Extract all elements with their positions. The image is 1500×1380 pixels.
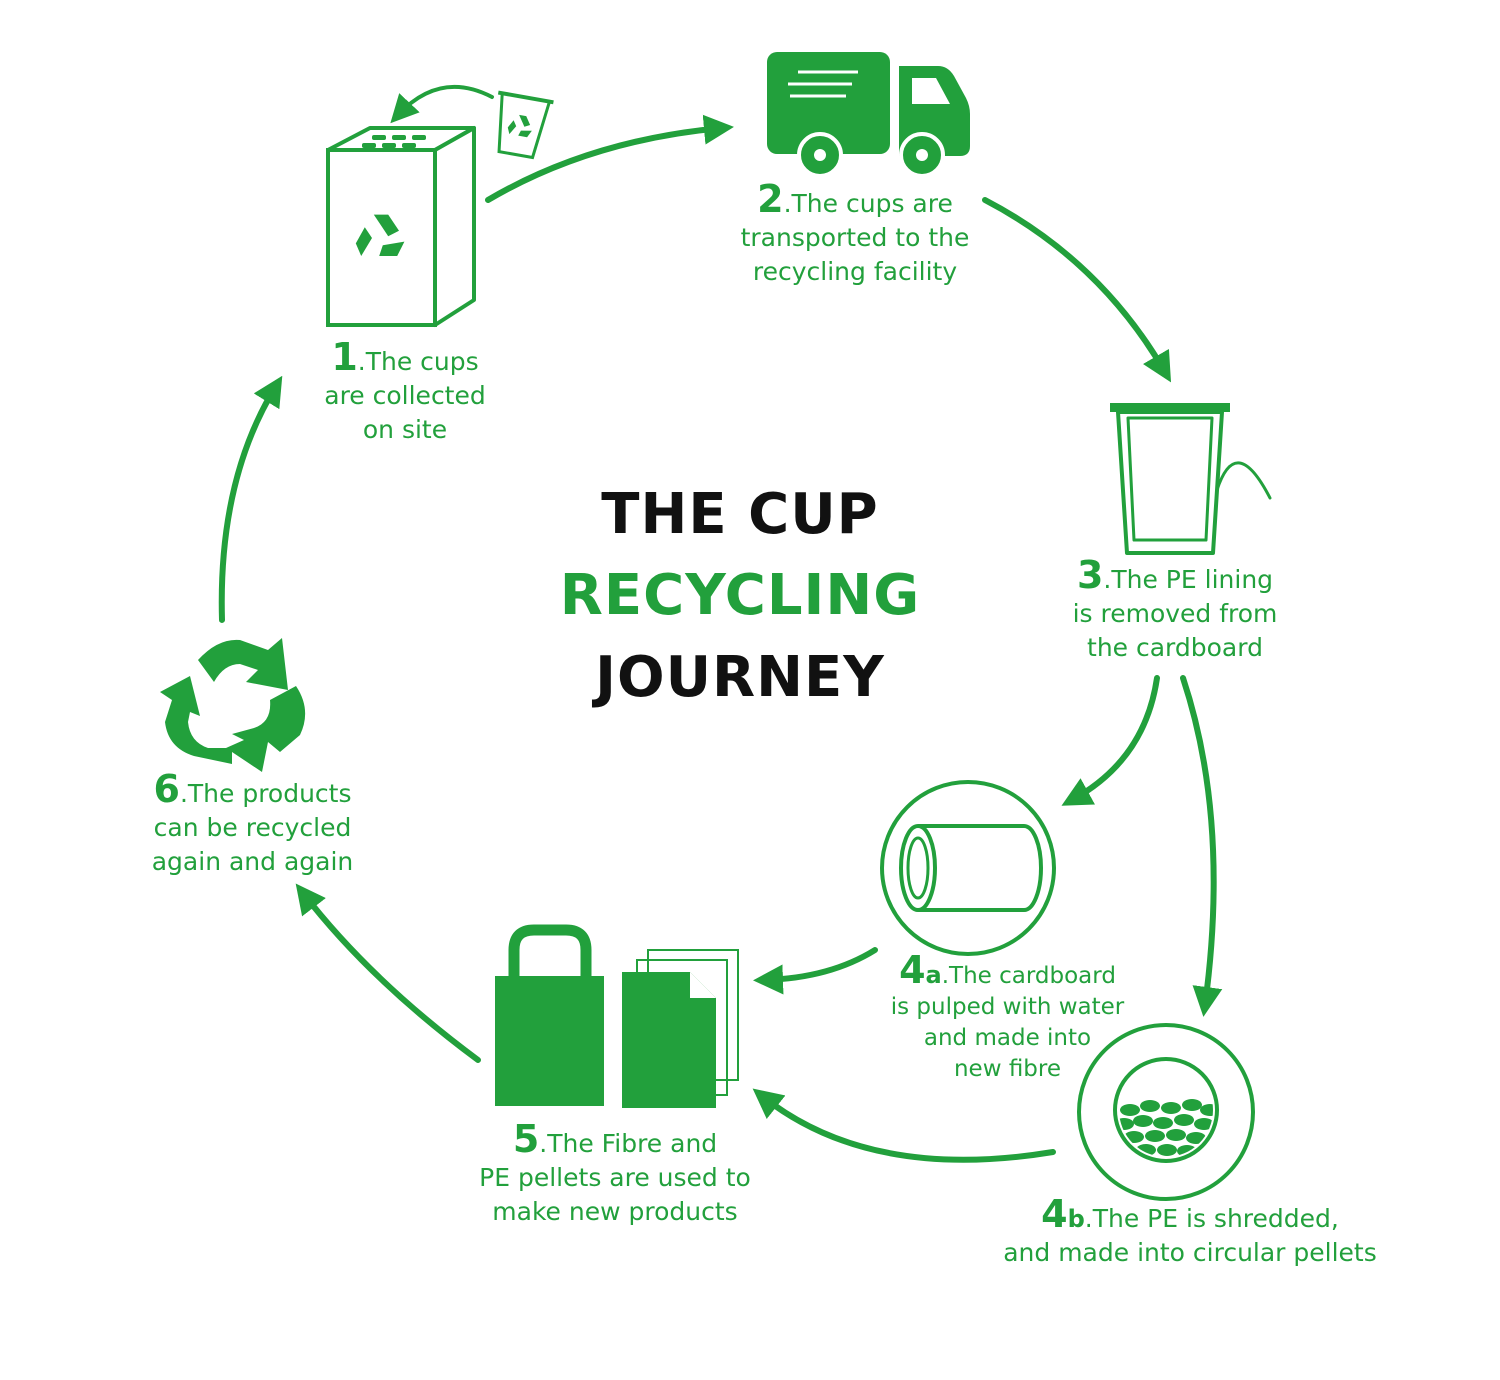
step-6-label: 6.The products can be recycled again and…	[100, 767, 405, 879]
step-5-number: 5	[512, 1117, 540, 1161]
step-4a-line-4: new fibre	[953, 1056, 1062, 1082]
step-3-line-2: is removed from	[1072, 599, 1278, 628]
recycled-bag-and-paper-icon	[495, 924, 739, 1108]
step-6-line-2: can be recycled	[153, 813, 352, 842]
step-5-line-2: PE pellets are used to	[479, 1163, 751, 1192]
step-2-number: 2	[757, 177, 784, 221]
step-3-line-3: the cardboard	[1087, 633, 1263, 662]
recycling-bin-icon	[326, 84, 554, 327]
arrow-1-to-2	[485, 114, 734, 203]
arrow-4b-to-5	[752, 1088, 1056, 1163]
step-2-line-3: recycling facility	[752, 257, 958, 286]
step-4a-line-2: is pulped with water	[890, 994, 1125, 1020]
title-line-2: RECYCLING	[559, 563, 921, 628]
step-4b-number: 4	[1041, 1192, 1068, 1236]
arrow-5-to-6	[295, 883, 481, 1063]
step-1-line-2: are collected	[324, 381, 486, 410]
step-4a-label: 4a.The cardboard is pulped with water an…	[865, 948, 1150, 1085]
step-4b-line-1: 4b.The PE is shredded,	[1041, 1192, 1339, 1236]
delivery-truck-icon	[767, 52, 970, 178]
arrow-6-to-1	[218, 375, 283, 623]
title-line-3: JOURNEY	[595, 645, 885, 710]
step-1-line-1: 1.The cups	[331, 335, 479, 379]
step-2-line-2: transported to the	[740, 223, 970, 252]
paper-cup-icon	[1110, 403, 1272, 555]
step-4a-line-3: and made into	[923, 1025, 1092, 1051]
arrow-3-to-4b	[1180, 675, 1223, 1017]
step-5-label: 5.The Fibre and PE pellets are used to m…	[440, 1117, 790, 1229]
step-1-number: 1	[331, 335, 358, 379]
arrow-4a-to-5	[753, 947, 878, 995]
step-5-line-3: make new products	[492, 1197, 738, 1226]
step-3-label: 3.The PE lining is removed from the card…	[1030, 553, 1320, 665]
step-3-number: 3	[1076, 553, 1104, 597]
title-line-1: THE CUP	[601, 482, 879, 547]
step-3-line-1: 3.The PE lining	[1076, 553, 1274, 597]
step-6-line-1: 6.The products	[153, 767, 352, 811]
recycle-symbol-icon	[160, 638, 306, 772]
step-4b-sub: b	[1067, 1205, 1085, 1233]
step-4a-number: 4	[899, 948, 926, 992]
step-2-line-1: 2.The cups are	[757, 177, 953, 221]
step-1-label: 1.The cups are collected on site	[255, 335, 555, 447]
step-4a-sub: a	[925, 961, 942, 989]
step-2-label: 2.The cups are transported to the recycl…	[690, 177, 1020, 289]
arrow-2-to-3	[982, 197, 1172, 383]
pellets-bowl-icon	[1077, 1023, 1255, 1201]
step-1-line-3: on site	[362, 415, 448, 444]
arrow-3-to-4a	[1061, 675, 1160, 806]
step-6-number: 6	[153, 767, 180, 811]
step-5-line-1: 5.The Fibre and	[512, 1117, 718, 1161]
step-6-line-3: again and again	[151, 847, 354, 876]
step-4a-line-1: 4a.The cardboard	[899, 948, 1116, 992]
step-4b-line-2: and made into circular pellets	[1003, 1238, 1377, 1267]
cardboard-roll-icon	[880, 780, 1056, 956]
step-4b-label: 4b.The PE is shredded, and made into cir…	[970, 1192, 1410, 1269]
